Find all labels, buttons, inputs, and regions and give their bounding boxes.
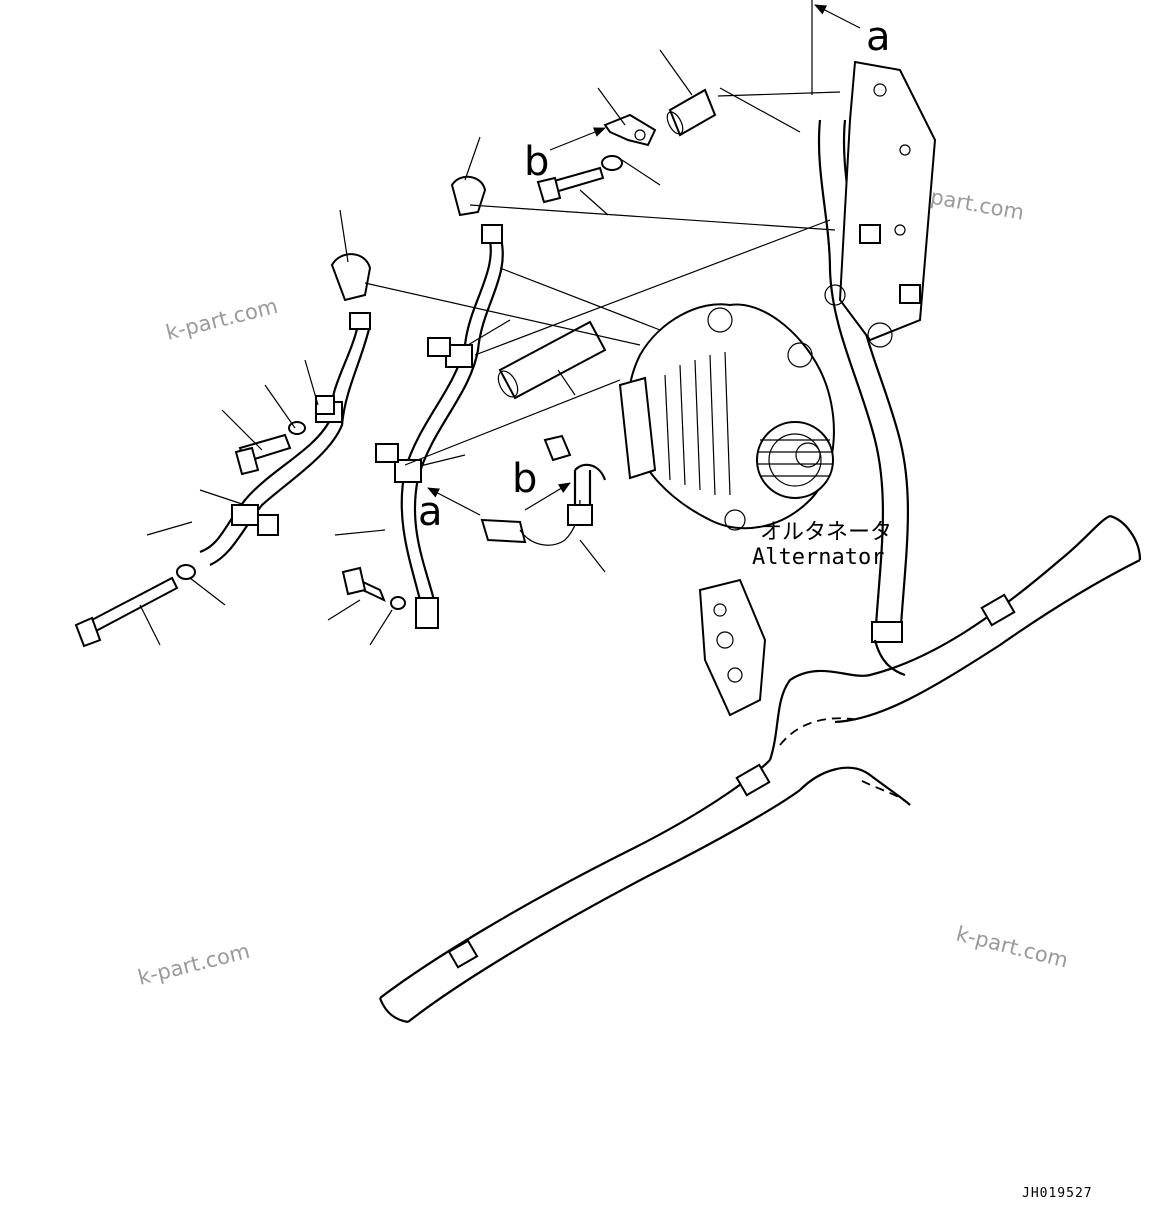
drawing-code: JH019527 xyxy=(1022,1186,1093,1201)
alternator-label-en: Alternator xyxy=(752,545,884,570)
sleeve-long xyxy=(497,320,607,400)
alternator-rear-view xyxy=(698,578,767,717)
bolt-top xyxy=(536,166,605,204)
connector xyxy=(480,463,607,546)
marker-b-top: b xyxy=(524,139,549,185)
leader-lines xyxy=(139,0,841,646)
alternator-label-jp: オルタネータ xyxy=(760,520,892,545)
mounting-bracket xyxy=(824,60,937,348)
watermark-3: k-part.com xyxy=(135,939,252,990)
marker-a-lower: a xyxy=(418,489,443,535)
bolt-lower xyxy=(341,566,406,610)
sleeve-short xyxy=(666,88,717,137)
cable-bracket-clamps xyxy=(315,337,451,463)
cable-middle xyxy=(394,224,504,629)
watermark-1: k-part.com xyxy=(163,294,280,345)
bolt-left xyxy=(234,421,306,476)
marker-a-top: a xyxy=(866,14,891,60)
watermark-4: k-part.com xyxy=(954,922,1071,973)
vertical-harness xyxy=(817,119,910,677)
terminal-nut xyxy=(543,434,572,462)
arrows xyxy=(427,4,861,516)
main-harness xyxy=(378,514,1142,1024)
terminal-cap-1 xyxy=(330,253,372,302)
bolt-long xyxy=(74,564,196,648)
terminal-cap-2 xyxy=(450,175,487,217)
marker-b-lower: b xyxy=(512,456,537,502)
clip-bracket xyxy=(601,113,657,171)
alternator xyxy=(618,303,835,531)
